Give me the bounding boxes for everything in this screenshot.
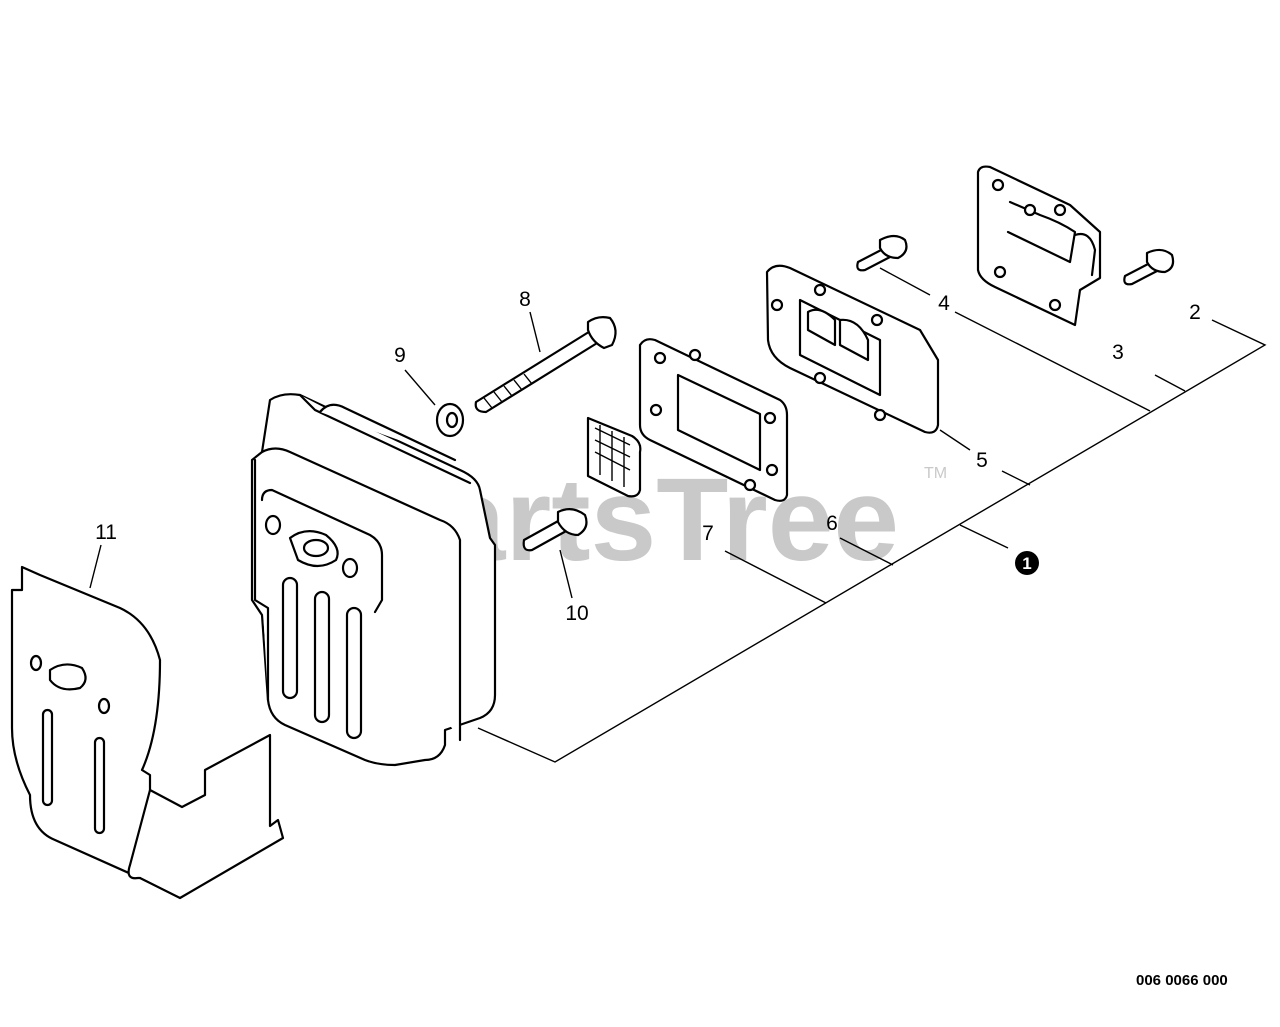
callout-9: 9 <box>394 344 406 367</box>
callout-7: 7 <box>702 522 714 545</box>
leader-lines <box>89 267 971 599</box>
drawing-number: 006 0066 000 <box>1136 972 1228 989</box>
part-exhaust-plate <box>765 264 940 434</box>
part-bolt-small <box>522 508 588 552</box>
callout-6: 6 <box>826 512 838 535</box>
callout-4: 4 <box>938 292 950 315</box>
callout-11: 11 <box>95 521 117 544</box>
part-screen <box>586 416 642 498</box>
watermark-trademark: TM <box>924 465 947 482</box>
part-bracket <box>976 165 1102 327</box>
part-heat-shield <box>10 565 285 900</box>
callout-5: 5 <box>976 449 988 472</box>
part-muffler <box>250 393 497 767</box>
part-gasket <box>638 338 789 502</box>
assembly-badge-number: 1 <box>1022 554 1031 573</box>
callout-10: 10 <box>565 602 588 625</box>
part-long-bolt <box>474 316 617 414</box>
assembly-badge: 1 <box>1015 551 1039 575</box>
part-bolt-right <box>1123 248 1175 286</box>
callout-3: 3 <box>1112 341 1124 364</box>
part-bolt-upper <box>856 234 908 272</box>
callout-8: 8 <box>519 288 531 311</box>
callout-2: 2 <box>1189 301 1201 324</box>
part-washer <box>435 402 465 438</box>
assembly-bracket <box>477 311 1267 763</box>
